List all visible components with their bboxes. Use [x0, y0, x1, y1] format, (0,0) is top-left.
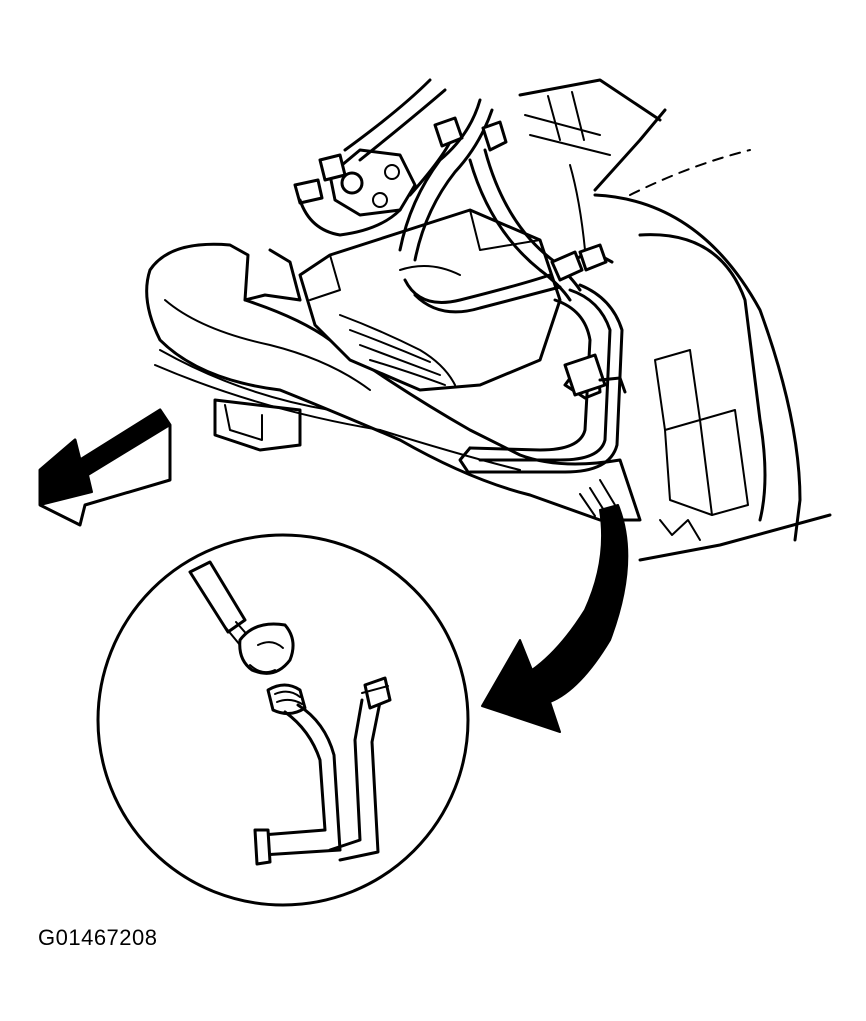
refrigerant-hoses [298, 78, 614, 314]
lower-body-line [154, 364, 521, 471]
accumulator [293, 148, 417, 217]
callout-arrow [481, 504, 629, 733]
front-direction-arrow [38, 408, 172, 527]
detail-inset [96, 533, 470, 907]
refrigerant-lines [458, 164, 627, 517]
radiator-support [145, 242, 642, 522]
body-panel [518, 78, 832, 562]
figure-id-label: G01467208 [38, 925, 158, 950]
strut-tower [638, 233, 767, 541]
